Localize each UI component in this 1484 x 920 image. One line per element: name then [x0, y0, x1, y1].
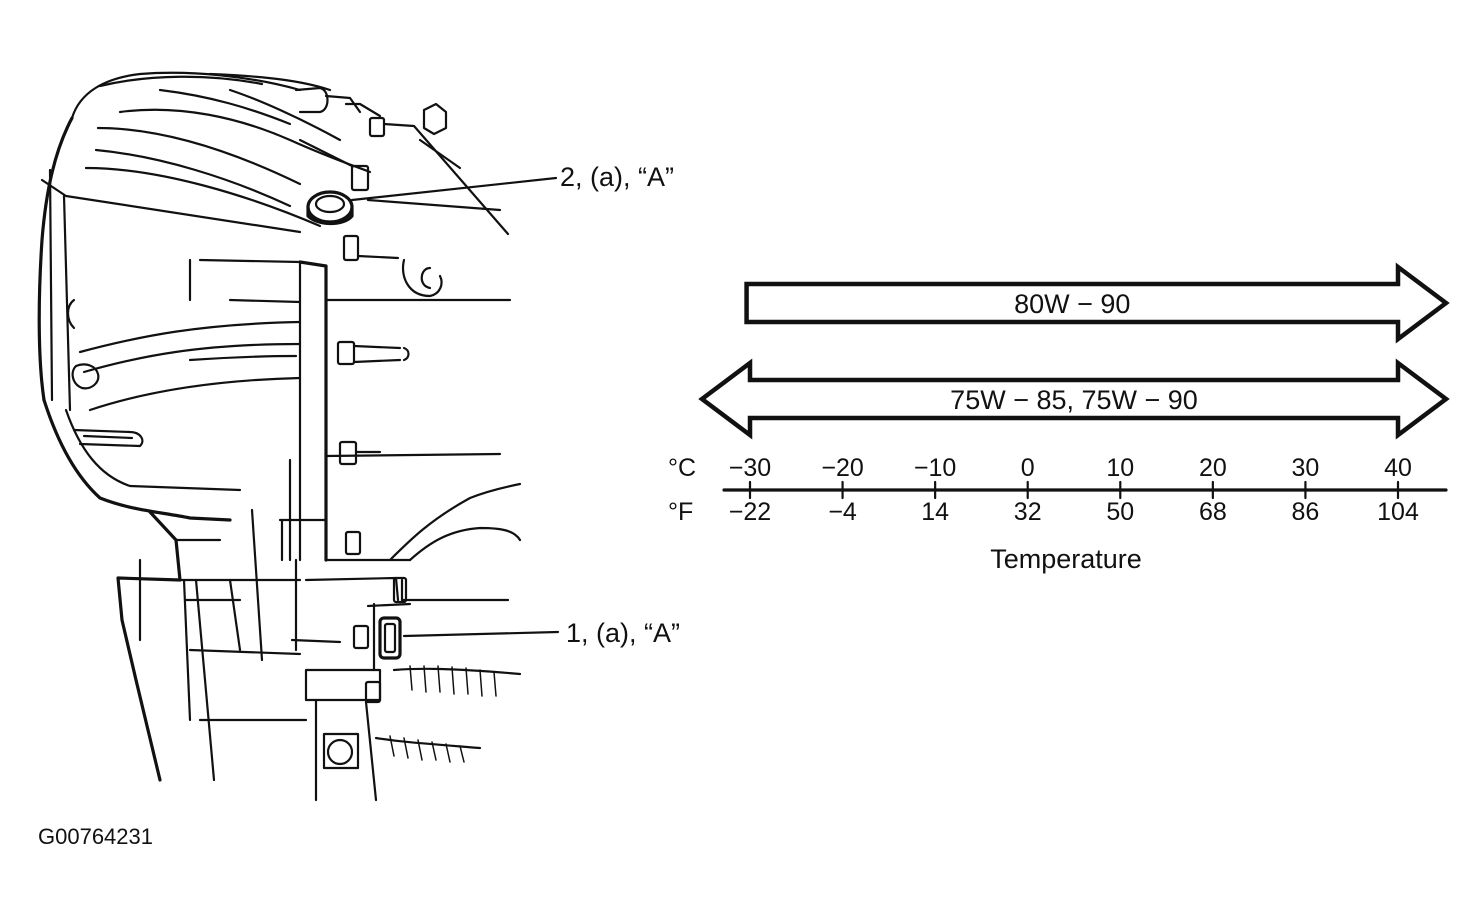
celsius-tick-label: −20 — [821, 454, 863, 482]
callout-1-label: 1, (a), “A” — [566, 618, 680, 648]
fahrenheit-tick-label: 68 — [1199, 498, 1227, 526]
leader-line-2 — [350, 176, 558, 202]
viscosity-temperature-chart: 80W − 90 75W − 85, 75W − 90 °C °F −30 −20… — [668, 262, 1450, 574]
celsius-tick-label: 20 — [1199, 454, 1227, 482]
celsius-tick-label: 0 — [1021, 454, 1035, 482]
fahrenheit-unit-label: °F — [668, 498, 693, 526]
celsius-tick-label: 40 — [1384, 454, 1412, 482]
range-arrows — [698, 262, 1450, 440]
celsius-tick-label: −30 — [729, 454, 771, 482]
range-arrow-1 — [698, 358, 1450, 440]
drain-plug-1 — [378, 616, 402, 660]
celsius-tick-label: −10 — [914, 454, 956, 482]
range-labels: 80W − 90 75W − 85, 75W − 90 — [950, 289, 1198, 415]
fahrenheit-tick-labels: −22 −4 14 32 50 68 86 104 — [729, 498, 1419, 526]
fahrenheit-tick-label: −4 — [828, 498, 857, 526]
fahrenheit-tick-label: 14 — [921, 498, 949, 526]
axis-title-temperature: Temperature — [990, 544, 1142, 574]
fill-plug-2 — [306, 190, 354, 226]
fahrenheit-tick-label: 50 — [1106, 498, 1134, 526]
transmission-case-drawing — [37, 71, 522, 802]
fahrenheit-tick-label: −22 — [729, 498, 771, 526]
callout-leaders — [350, 176, 560, 638]
fahrenheit-tick-label: 86 — [1292, 498, 1320, 526]
range-label-75w-85-75w-90: 75W − 85, 75W − 90 — [950, 385, 1198, 415]
fahrenheit-tick-label: 32 — [1014, 498, 1042, 526]
celsius-tick-label: 10 — [1106, 454, 1134, 482]
axis-ticks — [748, 480, 1400, 500]
callout-2-label: 2, (a), “A” — [560, 162, 674, 192]
celsius-tick-labels: −30 −20 −10 0 10 20 30 40 — [729, 454, 1412, 482]
figure-id: G00764231 — [38, 824, 153, 849]
range-arrow-0 — [744, 262, 1450, 344]
leader-line-1 — [402, 630, 560, 638]
celsius-unit-label: °C — [668, 454, 696, 482]
fahrenheit-tick-label: 104 — [1377, 498, 1419, 526]
range-label-80w-90: 80W − 90 — [1014, 289, 1130, 319]
celsius-tick-label: 30 — [1292, 454, 1320, 482]
